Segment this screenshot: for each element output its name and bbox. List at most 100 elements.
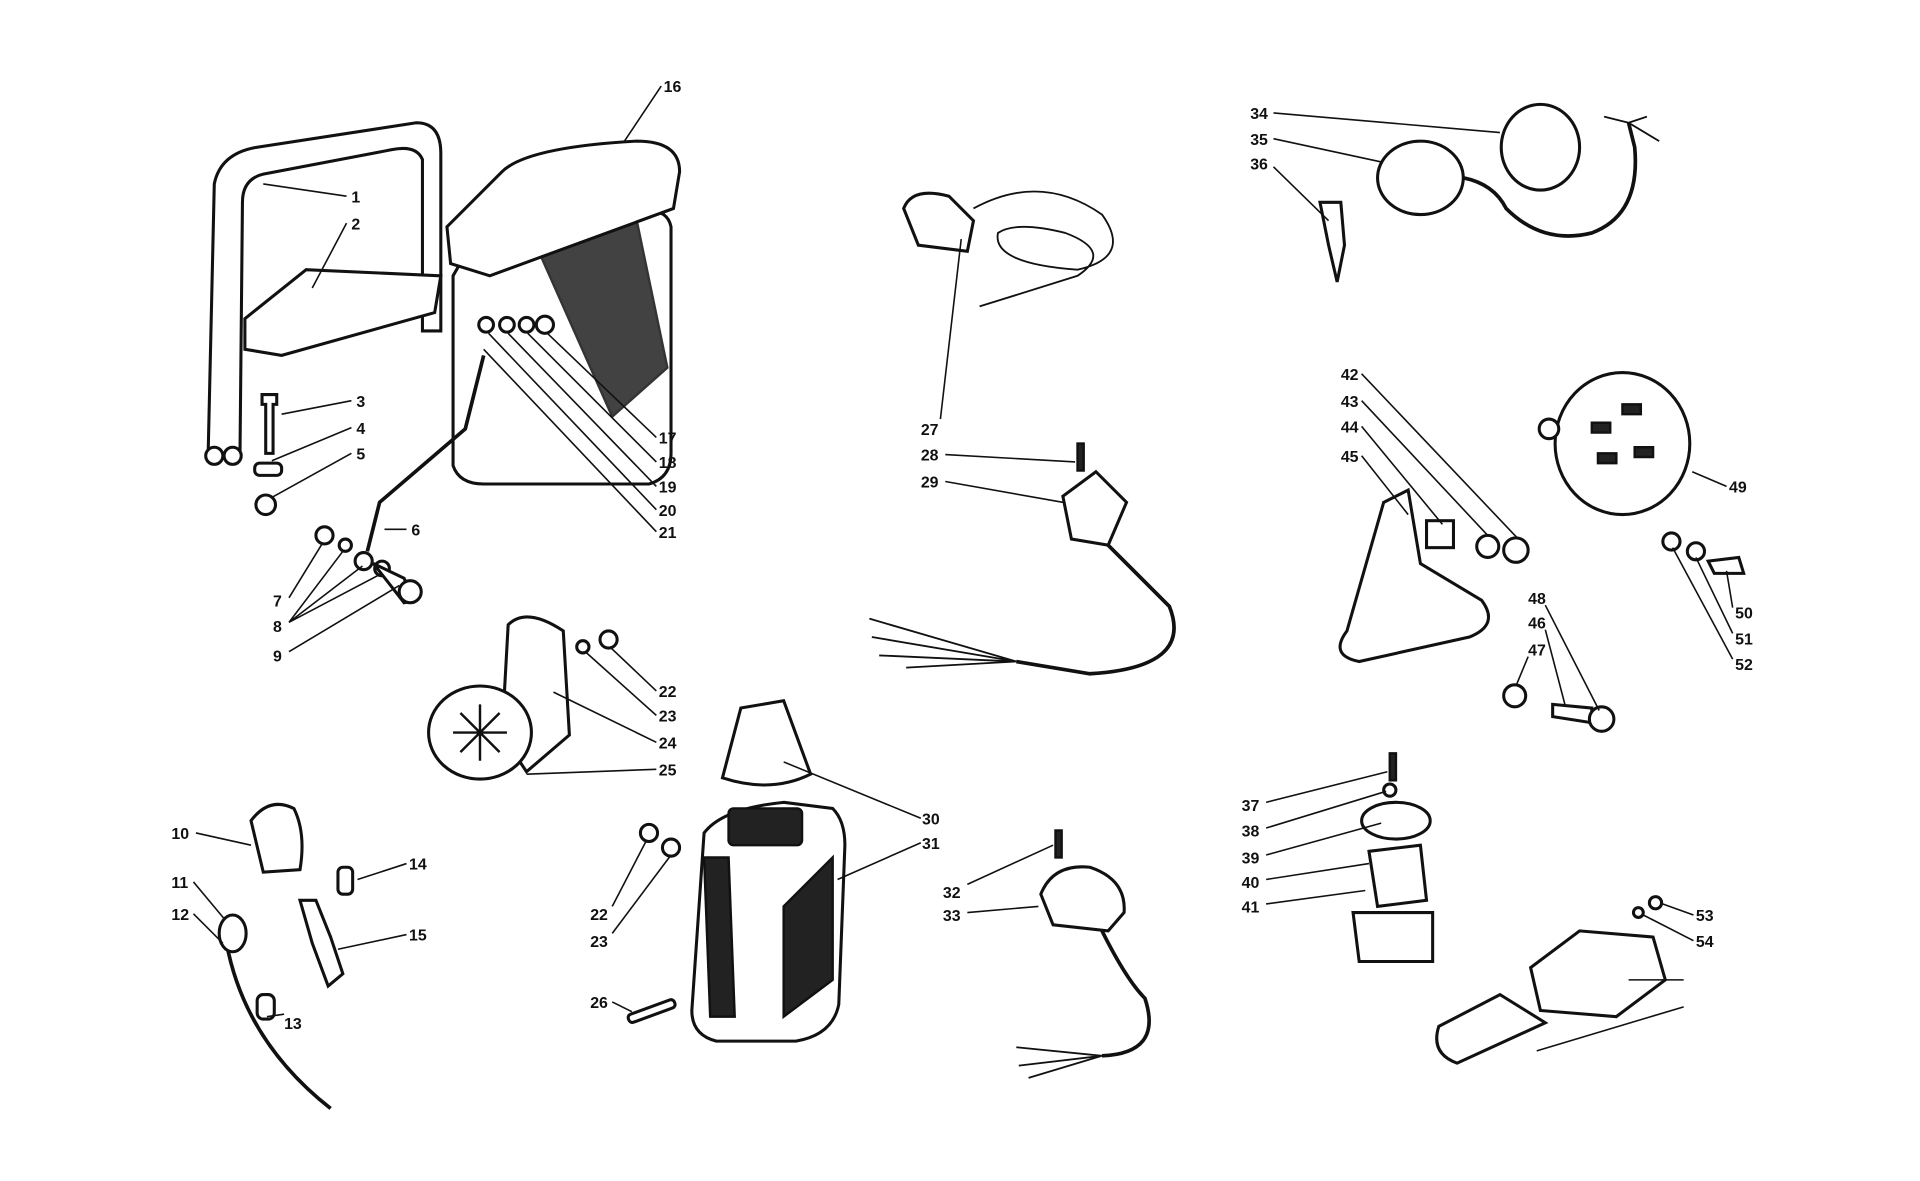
callout-41: 41 (1242, 900, 1260, 917)
callout-23b: 23 (590, 934, 608, 951)
washer-38 (1382, 782, 1398, 798)
callout-13: 13 (284, 1016, 302, 1033)
callout-10: 10 (171, 826, 189, 843)
callout-21: 21 (659, 525, 677, 542)
screw-28 (1076, 442, 1085, 472)
washer-23 (660, 837, 682, 858)
horn-49 (1537, 371, 1692, 517)
nut-53 (1647, 895, 1664, 911)
bolt-46 (1551, 702, 1594, 725)
wing-nut-5 (254, 493, 278, 517)
callout-25: 25 (659, 762, 677, 779)
switch-27 (902, 191, 976, 254)
callout-26: 26 (590, 995, 608, 1012)
screw-37 (1388, 752, 1398, 782)
callout-4: 4 (356, 421, 365, 438)
callout-46: 46 (1528, 615, 1546, 632)
washer-47 (1502, 683, 1528, 709)
callout-22b: 22 (590, 907, 608, 924)
nut-48 (1587, 705, 1616, 733)
callout-52: 52 (1735, 657, 1753, 674)
nut-42 (1502, 536, 1530, 564)
callout-40: 40 (1242, 875, 1260, 892)
battery-cap-30 (720, 698, 813, 787)
callout-24: 24 (659, 735, 677, 752)
washer-54 (1631, 906, 1645, 919)
ignition-switch-35 (1376, 139, 1465, 217)
callout-47: 47 (1528, 642, 1546, 659)
callout-11: 11 (171, 875, 188, 892)
callout-45: 45 (1341, 449, 1359, 466)
callout-35: 35 (1250, 132, 1268, 149)
callout-2: 2 (351, 216, 360, 233)
callout-42: 42 (1341, 367, 1359, 384)
callout-1: 1 (351, 189, 360, 206)
nut-7 (314, 525, 335, 546)
plug-lead-12 (224, 942, 332, 1110)
callout-9: 9 (273, 649, 282, 666)
callout-8: 8 (273, 619, 282, 636)
bolt-3 (260, 393, 279, 455)
connector-14 (336, 865, 355, 896)
callout-50: 50 (1735, 606, 1753, 623)
callout-33: 33 (943, 908, 961, 925)
callout-54: 54 (1696, 934, 1714, 951)
washer-51 (1685, 541, 1707, 562)
base-41 (1351, 911, 1435, 964)
washer-52 (1661, 531, 1682, 552)
callout-32: 32 (943, 885, 961, 902)
callout-51: 51 (1735, 631, 1753, 648)
spark-plug-15 (297, 898, 345, 989)
lamp-34 (1499, 102, 1582, 192)
callout-5: 5 (356, 446, 365, 463)
battery (445, 139, 682, 486)
plate-39 (1360, 800, 1432, 841)
callout-30: 30 (922, 811, 940, 828)
callout-53: 53 (1696, 908, 1714, 925)
body-40 (1367, 843, 1429, 909)
callout-14: 14 (409, 857, 427, 874)
callout-43: 43 (1341, 394, 1359, 411)
washer-8 (337, 537, 353, 553)
callout-27: 27 (921, 422, 939, 439)
callout-37: 37 (1242, 798, 1260, 815)
callout-29: 29 (921, 475, 939, 492)
switch-33 (1039, 865, 1126, 933)
nut-22 (638, 822, 660, 844)
callout-16: 16 (664, 79, 682, 96)
callout-44: 44 (1341, 420, 1359, 437)
regulator (427, 615, 619, 781)
battery-31 (690, 800, 847, 1043)
nut-4 (253, 461, 284, 477)
callout-labels: 16 1 2 3 4 5 6 7 8 9 17 18 19 20 21 22 2… (171, 79, 1753, 1033)
callout-23: 23 (659, 709, 677, 726)
plug-cap-10 (249, 802, 304, 874)
rubber-boot (1435, 992, 1549, 1065)
connector-block (1528, 929, 1668, 1019)
key-36 (1318, 200, 1347, 283)
switch-29 (1061, 469, 1129, 547)
callout-6: 6 (411, 522, 420, 539)
pin-26 (626, 998, 677, 1024)
clip-44 (1425, 519, 1455, 550)
sleeve-13 (255, 993, 276, 1021)
plug-boot-11 (217, 913, 248, 954)
callout-18: 18 (659, 455, 677, 472)
battery-tray (243, 268, 443, 357)
bolt-50 (1705, 555, 1746, 575)
bracket-45 (1338, 487, 1491, 664)
callout-15: 15 (409, 928, 427, 945)
battery-strap (204, 121, 443, 466)
callout-39: 39 (1242, 851, 1260, 868)
callout-31: 31 (922, 836, 940, 853)
earth-cable-6 (365, 354, 486, 552)
washer-43 (1475, 533, 1501, 559)
callout-12: 12 (171, 907, 189, 924)
callout-20: 20 (659, 503, 677, 520)
callout-7: 7 (273, 593, 282, 610)
callout-38: 38 (1242, 824, 1260, 841)
callout-19: 19 (659, 480, 677, 497)
callout-36: 36 (1250, 156, 1268, 173)
leader-lines (192, 85, 1734, 1052)
